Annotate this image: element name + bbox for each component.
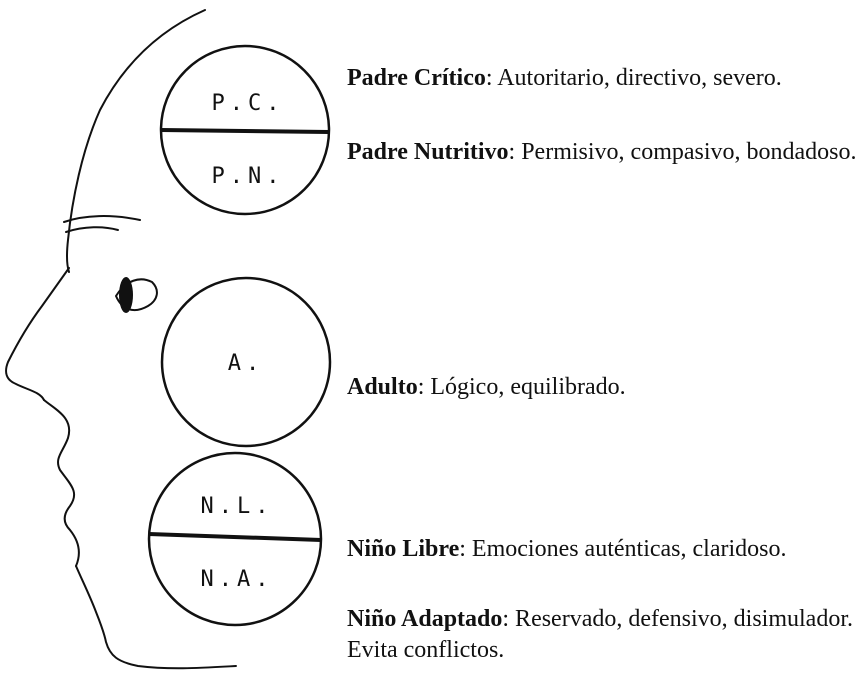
nurturing-parent-term: Padre Nutritivo bbox=[347, 139, 509, 165]
nose-line bbox=[5, 267, 70, 401]
face-profile bbox=[5, 9, 237, 670]
eye-pupil-icon bbox=[119, 277, 133, 313]
adult-text: : Lógico, equilibrado. bbox=[417, 374, 626, 400]
adapted-child-label: N.A. bbox=[201, 567, 274, 592]
adult-circle: A. bbox=[160, 276, 332, 448]
critical-parent-text: : Autoritario, directivo, severo. bbox=[485, 65, 782, 91]
adapted-child-term: Niño Adaptado bbox=[347, 606, 503, 632]
free-child-description: Niño Libre: Emociones auténticas, clarid… bbox=[347, 534, 859, 565]
critical-parent-term: Padre Crítico bbox=[347, 65, 486, 91]
nurturing-parent-description: Padre Nutritivo: Permisivo, compasivo, b… bbox=[347, 137, 859, 168]
critical-parent-label: P.C. bbox=[212, 91, 285, 116]
parent-circle: P.C. P.N. bbox=[159, 44, 331, 216]
brow-stroke bbox=[65, 226, 119, 233]
forehead-line bbox=[65, 9, 206, 273]
brow-line bbox=[63, 215, 141, 223]
free-child-label: N.L. bbox=[201, 494, 274, 519]
nurturing-parent-text: : Permisivo, compasivo, bondadoso. bbox=[508, 139, 857, 165]
free-child-text: : Emociones auténticas, claridoso. bbox=[459, 536, 787, 562]
lips-line bbox=[43, 399, 80, 567]
adapted-child-text: : Reservado, defensivo, disimulador. Evi… bbox=[347, 606, 853, 663]
adult-label: A. bbox=[228, 351, 265, 376]
free-child-term: Niño Libre bbox=[347, 536, 460, 562]
adapted-child-description: Niño Adaptado: Reservado, defensivo, dis… bbox=[347, 604, 859, 666]
child-circle: N.L. N.A. bbox=[147, 451, 323, 627]
nurturing-parent-label: P.N. bbox=[212, 164, 285, 189]
chin-line bbox=[75, 565, 237, 670]
critical-parent-description: Padre Crítico: Autoritario, directivo, s… bbox=[347, 63, 859, 94]
adult-term: Adulto bbox=[347, 374, 418, 400]
adult-description: Adulto: Lógico, equilibrado. bbox=[347, 372, 859, 403]
